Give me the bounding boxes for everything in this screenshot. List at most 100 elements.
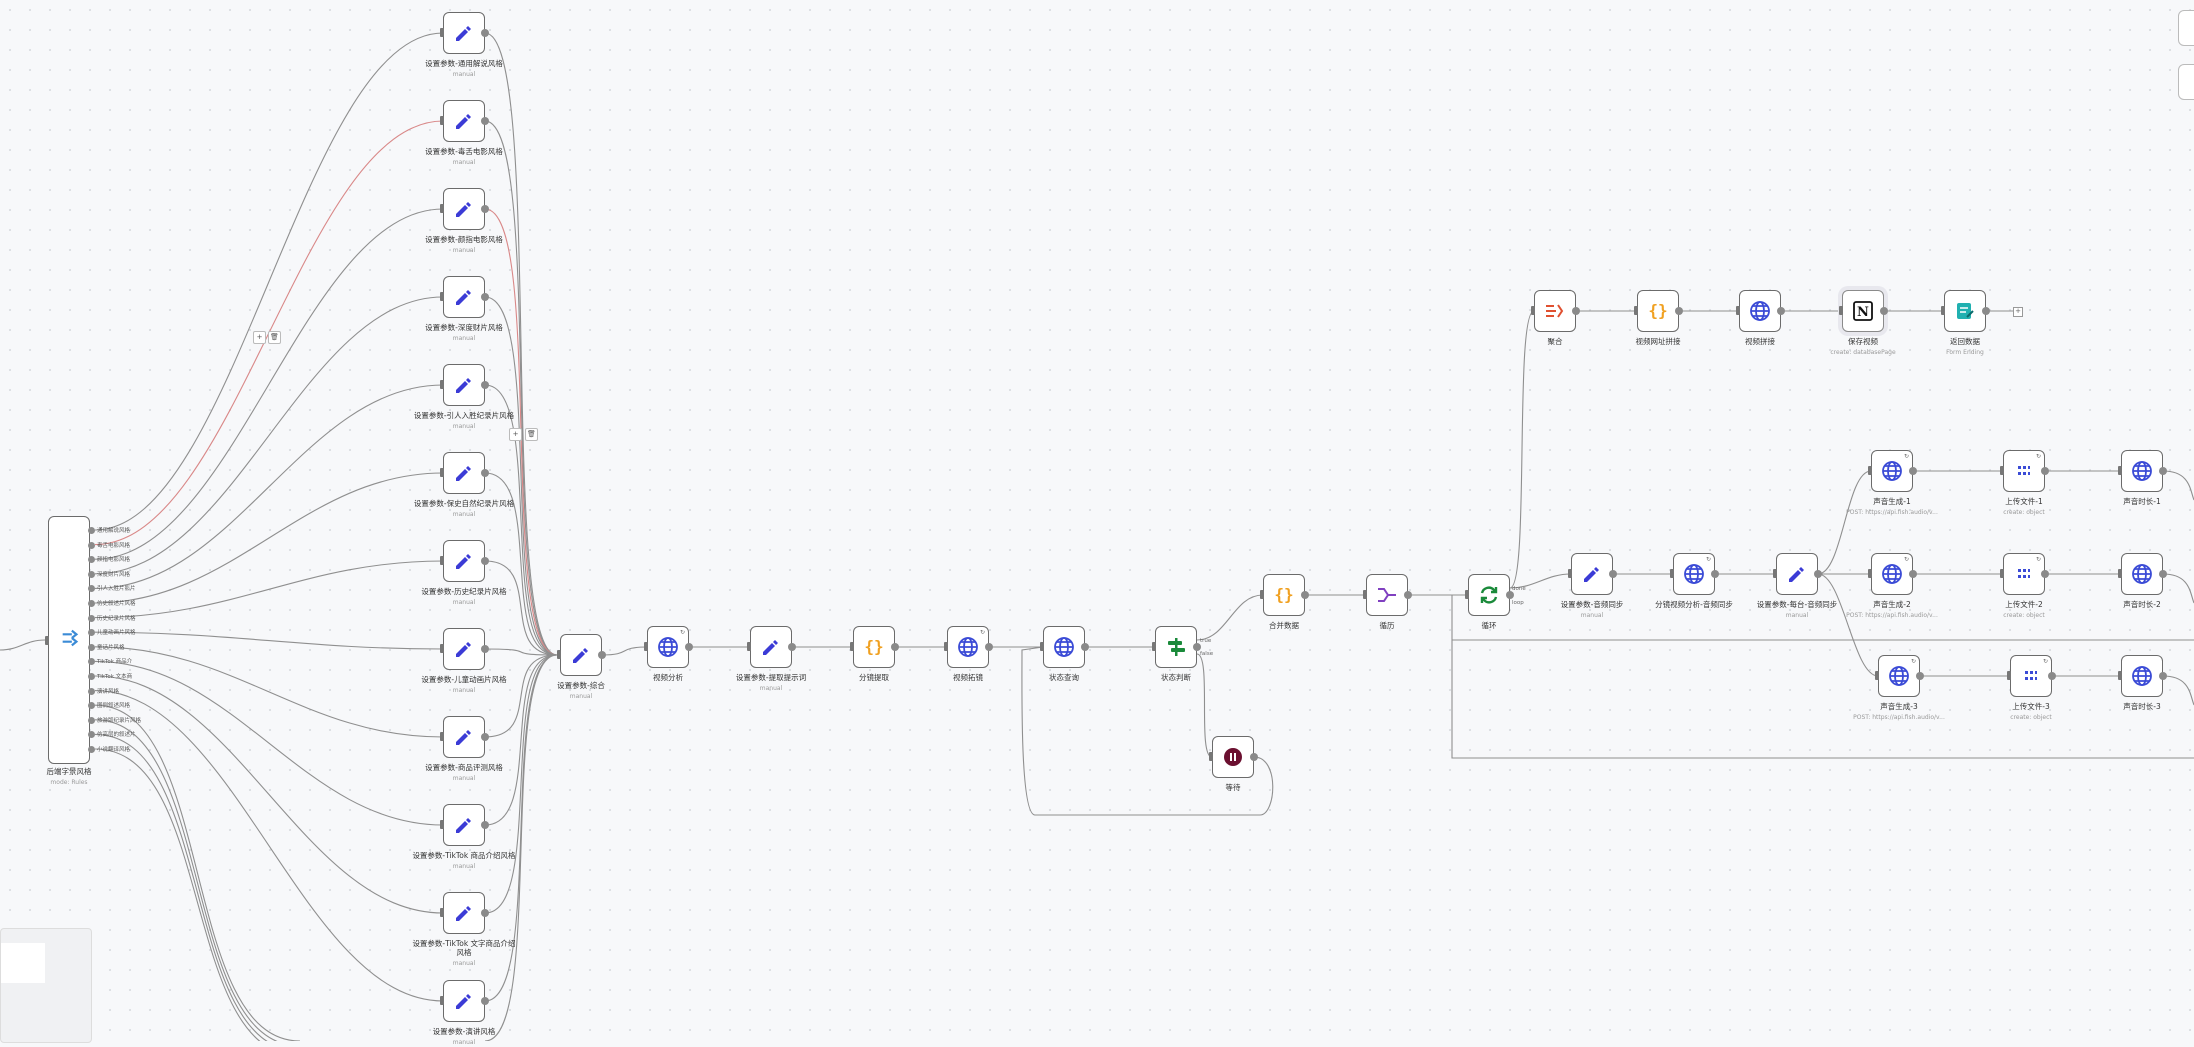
top-node-4[interactable] [1944,290,1986,332]
setter-node-6[interactable] [443,540,485,582]
output-port[interactable] [481,821,489,829]
top-node-0[interactable] [1534,290,1576,332]
switch-output[interactable]: 深度财片风格 [88,570,130,578]
input-port[interactable] [440,28,444,37]
input-port[interactable] [2118,671,2122,680]
output-port[interactable] [1916,672,1924,680]
input-port[interactable] [1773,569,1777,578]
input-port[interactable] [557,650,561,659]
audio-node-6[interactable]: ↻ [1878,655,1920,697]
switch-output[interactable]: 旅游版纪录片风格 [88,716,141,724]
audio-node-5[interactable] [2121,553,2163,595]
switch-output[interactable]: 引人入胜片影片 [88,584,136,593]
output-port[interactable] [481,29,489,37]
input-port[interactable] [440,116,444,125]
setter-node-11[interactable] [443,980,485,1022]
switch-output[interactable]: 颜指电影风格 [88,555,130,564]
output-port[interactable] [481,469,489,477]
input-port[interactable] [1568,569,1572,578]
main-node-5[interactable] [1043,626,1085,668]
output-port[interactable] [2159,570,2167,578]
input-port[interactable] [1634,306,1638,315]
switch-output[interactable]: 毒舌电影风格 [88,541,130,549]
top-node-3[interactable]: N [1842,290,1884,332]
switch-output[interactable]: 小说翻译风格 [88,745,130,753]
setter-node-0[interactable] [443,12,485,54]
output-port[interactable] [88,527,95,534]
main-node-7[interactable] [1212,736,1254,778]
switch-output[interactable]: 通用解说风格 [88,526,130,534]
input-port[interactable] [440,996,444,1005]
output-port[interactable] [1250,753,1258,761]
main-node-13[interactable] [1776,553,1818,595]
output-port[interactable] [2041,467,2049,475]
input-port[interactable] [1868,466,1872,475]
setter-node-9[interactable] [443,804,485,846]
switch-output[interactable]: TikTok 商品介 [88,657,132,666]
setter-node-4[interactable] [443,364,485,406]
output-port[interactable] [598,651,606,659]
zoom-in-button[interactable] [2178,10,2194,46]
switch-output[interactable]: 演讲风格 [88,687,119,695]
main-node-4[interactable]: ↻ [947,626,989,668]
output-port[interactable] [2048,672,2056,680]
output-port[interactable] [88,614,95,622]
output-port[interactable] [985,643,993,651]
setter-node-3[interactable] [443,276,485,318]
output-port[interactable] [2041,570,2049,578]
output-port[interactable] [481,293,489,301]
main-node-0[interactable] [560,634,602,676]
output-port[interactable] [88,702,95,710]
audio-node-4[interactable]: ↻ [2003,553,2045,595]
output-port[interactable] [88,716,95,724]
input-port[interactable] [1839,306,1843,315]
switch-output[interactable]: 图例叙述风格 [88,701,130,710]
switch-output[interactable]: 历史纪录片风格 [88,614,136,622]
zoom-out-button[interactable] [2178,64,2194,100]
input-port[interactable] [440,204,444,213]
output-port[interactable] [88,746,95,753]
output-port[interactable] [1982,307,1990,315]
main-node-2[interactable] [750,626,792,668]
switch-output[interactable]: 童话片风格 [88,643,125,651]
output-port[interactable] [1404,591,1412,599]
input-port[interactable] [1363,590,1367,599]
output-port[interactable] [1572,307,1580,315]
setter-node-7[interactable] [443,628,485,670]
main-node-10[interactable] [1468,574,1510,616]
output-port[interactable] [2159,672,2167,680]
output-port[interactable] [88,658,95,666]
output-port[interactable] [685,643,693,651]
input-port[interactable] [440,292,444,301]
output-port[interactable] [481,205,489,213]
audio-node-1[interactable]: ↻ [2003,450,2045,492]
main-node-3[interactable]: {} [853,626,895,668]
output-port[interactable] [1909,467,1917,475]
input-port[interactable] [440,380,444,389]
output-port[interactable] [481,997,489,1005]
input-port[interactable] [850,642,854,651]
input-port[interactable] [1260,590,1264,599]
add-connection-button[interactable]: + [253,331,266,344]
switch-output[interactable]: 儿童动画片风格 [88,628,136,637]
setter-node-1[interactable] [443,100,485,142]
output-port[interactable] [88,600,95,607]
top-node-2[interactable] [1739,290,1781,332]
switch-output[interactable]: 仿高层的叙述片 [88,730,136,739]
input-port[interactable] [1465,590,1469,599]
input-port[interactable] [440,468,444,477]
input-port[interactable] [2118,466,2122,475]
main-node-1[interactable]: ↻ [647,626,689,668]
output-port[interactable] [1609,570,1617,578]
output-port[interactable] [88,673,95,680]
main-node-9[interactable] [1366,574,1408,616]
input-port[interactable] [440,556,444,565]
audio-node-3[interactable]: ↻ [1871,553,1913,595]
output-port[interactable] [891,643,899,651]
input-port[interactable] [1736,306,1740,315]
add-node-button[interactable]: + [2013,307,2023,317]
output-port[interactable] [481,381,489,389]
setter-node-8[interactable] [443,716,485,758]
add-connection-button[interactable]: + [509,428,522,441]
